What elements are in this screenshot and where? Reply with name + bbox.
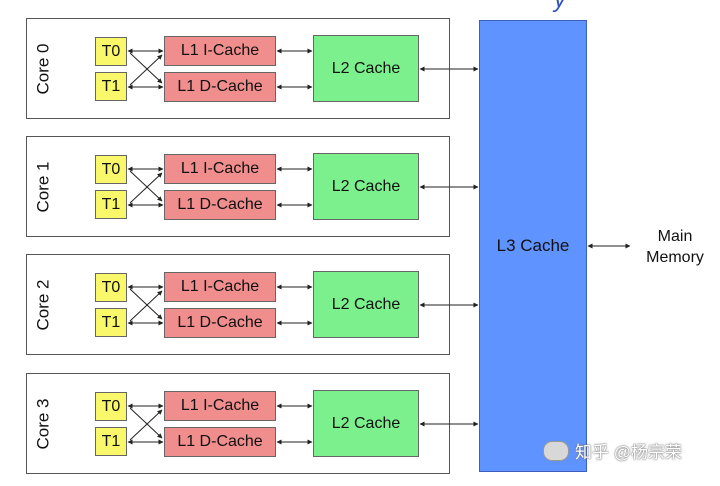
core-3-thread-t0: T0 [95, 392, 127, 421]
core-2-arrow-t0-dcache [129, 288, 163, 320]
core-2-arrow-t1-icache [129, 290, 163, 322]
core-0-arrow-t1-icache [129, 54, 163, 86]
core-3-l1-dcache: L1 D-Cache [164, 427, 276, 457]
core-3-arrow-t1-icache [129, 409, 163, 441]
core-2-l1-icache: L1 I-Cache [164, 272, 276, 302]
main-memory-line2: Memory [646, 249, 704, 266]
core-3-arrow-t0-dcache [129, 407, 163, 439]
core-3-l1-icache: L1 I-Cache [164, 391, 276, 421]
core-0-arrow-t0-dcache [129, 52, 163, 84]
core-1-thread-t1: T1 [95, 190, 127, 219]
arrow-layer [127, 48, 631, 445]
header-cropped-text: y [554, 0, 566, 14]
main-memory-label: Main Memory [632, 226, 718, 268]
core-0-l2-cache: L2 Cache [313, 35, 419, 102]
wechat-icon [543, 440, 569, 461]
core-3-thread-t1: T1 [95, 427, 127, 456]
core-1-l2-cache: L2 Cache [313, 153, 419, 220]
watermark-text: 知乎 @杨宗荣 [575, 443, 682, 462]
core-2-thread-t0: T0 [95, 273, 127, 302]
core-2-l2-cache: L2 Cache [313, 271, 419, 338]
core-2-thread-t1: T1 [95, 308, 127, 337]
l3-cache: L3 Cache [479, 20, 587, 472]
watermark: 知乎 @杨宗荣 [543, 438, 682, 463]
core-0-thread-t0: T0 [95, 37, 127, 66]
main-memory-line1: Main [657, 228, 693, 245]
core-0-l1-dcache: L1 D-Cache [164, 72, 276, 102]
core-3-l2-cache: L2 Cache [313, 390, 419, 457]
core-1-arrow-t1-icache [129, 172, 163, 204]
core-1-l1-icache: L1 I-Cache [164, 154, 276, 184]
core-1-thread-t0: T0 [95, 155, 127, 184]
core-0-l1-icache: L1 I-Cache [164, 36, 276, 66]
core-0-thread-t1: T1 [95, 72, 127, 101]
core-2-l1-dcache: L1 D-Cache [164, 308, 276, 338]
core-1-arrow-t0-dcache [129, 170, 163, 202]
core-1-l1-dcache: L1 D-Cache [164, 190, 276, 220]
